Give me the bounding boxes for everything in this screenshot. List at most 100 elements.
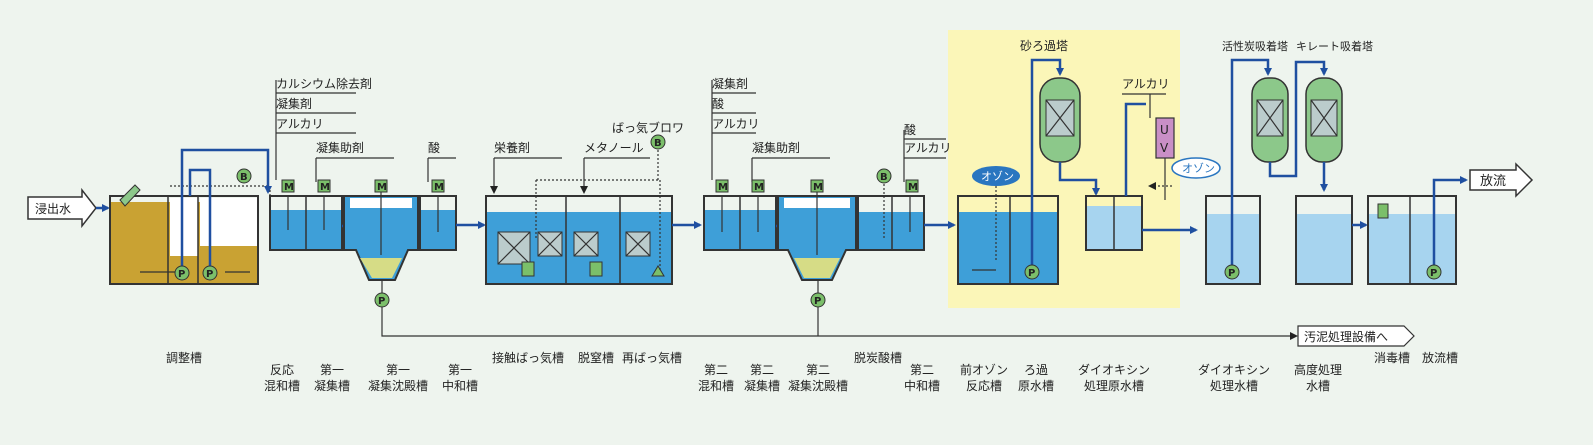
pump-badge-label: P [178, 269, 185, 280]
ozone1-badge: オゾン [972, 166, 1020, 186]
disinfection-discharge-tanks [1367, 195, 1457, 285]
pump-badge-label: P [206, 269, 213, 280]
pump-badge-label: P [1028, 268, 1035, 279]
motor-badge: M [751, 179, 765, 193]
calcium-remover-label: カルシウム除去剤 [276, 76, 372, 91]
stage-label: 混和槽 [698, 379, 734, 393]
alkali4-label: アルカリ [1122, 77, 1170, 91]
acid-label: 酸 [428, 140, 440, 155]
pump-badge [1224, 264, 1240, 280]
stage-label: 第一 [386, 363, 410, 377]
stage-label: 混和槽 [264, 379, 300, 393]
ozone2-label: オゾン [1182, 162, 1215, 175]
coagulant2-label: 凝集剤 [712, 76, 748, 91]
stage-label: 消毒槽 [1374, 351, 1410, 365]
first-neutralization-tank [419, 195, 457, 251]
first-reaction-tanks [269, 195, 343, 251]
motor-label: M [434, 182, 444, 193]
activated-carbon-label: 活性炭吸着塔 [1222, 39, 1288, 53]
pump-badge-label: P [1228, 268, 1235, 279]
stage-label: 処理原水槽 [1084, 379, 1144, 393]
inlet-label: 浸出水 [35, 202, 71, 216]
stage-label: 中和槽 [442, 378, 478, 393]
stage-label: ダイオキシン [1078, 362, 1150, 377]
motor-badge: M [905, 179, 919, 193]
sand-filter-tower: 砂ろ過塔 [1020, 39, 1081, 163]
motor-badge: M [281, 179, 295, 193]
stage-label: 第二 [806, 363, 830, 377]
inlet-arrow: 浸出水 [27, 187, 97, 229]
blower-badge-label: B [240, 172, 248, 183]
stage-label: 調整槽 [166, 350, 202, 365]
alkali3-label: アルカリ [904, 141, 952, 155]
uv-label-u: U [1160, 123, 1169, 137]
chelate-label: キレート吸着塔 [1296, 39, 1373, 53]
stage-label: 凝集沈殿槽 [788, 378, 848, 393]
pump-badge [1024, 264, 1040, 280]
alkali2-label: アルカリ [712, 117, 760, 131]
stage-label: 反応槽 [966, 379, 1002, 393]
pump-badge-label: P [378, 296, 385, 307]
motor-label: M [284, 182, 294, 193]
stage-labels: 調整槽反応混和槽第一凝集槽第一凝集沈殿槽第一中和槽接触ばっ気槽脱窒槽再ばっ気槽第… [166, 350, 1458, 393]
stage-label: 放流槽 [1422, 350, 1458, 365]
stage-label: 凝集沈殿槽 [368, 378, 428, 393]
decarbonation-neutralization-tanks [857, 195, 925, 251]
blower-badge: B [236, 168, 252, 184]
acid2-label: 酸 [712, 96, 724, 111]
stage-label: ろ過 [1024, 363, 1048, 377]
second-mixing-tanks [703, 195, 777, 251]
stage-label: 反応 [270, 363, 294, 377]
motor-label: M [754, 182, 764, 193]
stage-label: 第一 [448, 363, 472, 377]
stage-label: 再ばっ気槽 [622, 350, 682, 365]
stage-label: 水槽 [1306, 379, 1330, 393]
motor-badge: M [431, 179, 445, 193]
uv-unit: U V [1155, 117, 1175, 159]
stage-label: 第一 [320, 363, 344, 377]
stage-label: 中和槽 [904, 378, 940, 393]
ozone2-badge: オゾン [1171, 157, 1221, 179]
motor-badge: M [317, 179, 331, 193]
blower-badge-label: B [880, 172, 888, 183]
acid3-label: 酸 [904, 122, 916, 137]
coagulant-aid-label: 凝集助剤 [316, 140, 364, 155]
stage-label: 前オゾン [960, 362, 1008, 377]
sludge-label: 汚泥処理設備へ [1304, 329, 1388, 344]
ozone1-label: オゾン [981, 170, 1014, 183]
motor-label: M [718, 182, 728, 193]
activated-carbon-tower: 活性炭吸着塔 [1222, 39, 1289, 163]
motor-label: M [813, 182, 823, 193]
stage-label: 第二 [750, 363, 774, 377]
nutrient-label: 栄養剤 [494, 140, 530, 155]
blower-badge [650, 134, 666, 150]
pump-badge-label: P [814, 296, 821, 307]
outlet-label: 放流 [1480, 174, 1506, 189]
biological-tanks [485, 195, 673, 285]
equalization-tank [109, 184, 259, 285]
stage-label: 凝集槽 [314, 378, 350, 393]
chemical-lines-1: カルシウム除去剤 凝集剤 アルカリ 凝集助剤 酸 [275, 76, 456, 182]
stage-label: 脱炭酸槽 [854, 350, 902, 365]
chelate-tower: キレート吸着塔 [1296, 39, 1373, 163]
first-settling-tank [343, 190, 419, 281]
blower-badge-label: B [654, 138, 662, 149]
motor-label: M [320, 182, 330, 193]
dioxin-raw-water-tank [1085, 195, 1143, 251]
outlet-arrow: 放流 [1469, 162, 1534, 198]
pump-badge: P [202, 265, 218, 281]
stage-label: 凝集槽 [744, 378, 780, 393]
ozone-filtration-tanks [957, 195, 1059, 285]
pump-badge [1426, 264, 1442, 280]
stage-label: 高度処理 [1294, 362, 1342, 377]
second-settling-tank [777, 190, 857, 281]
chemical-lines-2: 栄養剤 メタノール ばっ気ブロワ B [490, 120, 684, 270]
sand-filter-label: 砂ろ過塔 [1020, 39, 1068, 53]
motor-badge: M [810, 179, 824, 193]
methanol-label: メタノール [584, 141, 644, 155]
stage-label: 第二 [910, 363, 934, 377]
stage-label: 第二 [704, 363, 728, 377]
stage-label: ダイオキシン [1198, 362, 1270, 377]
pump-badge-label: P [1430, 268, 1437, 279]
